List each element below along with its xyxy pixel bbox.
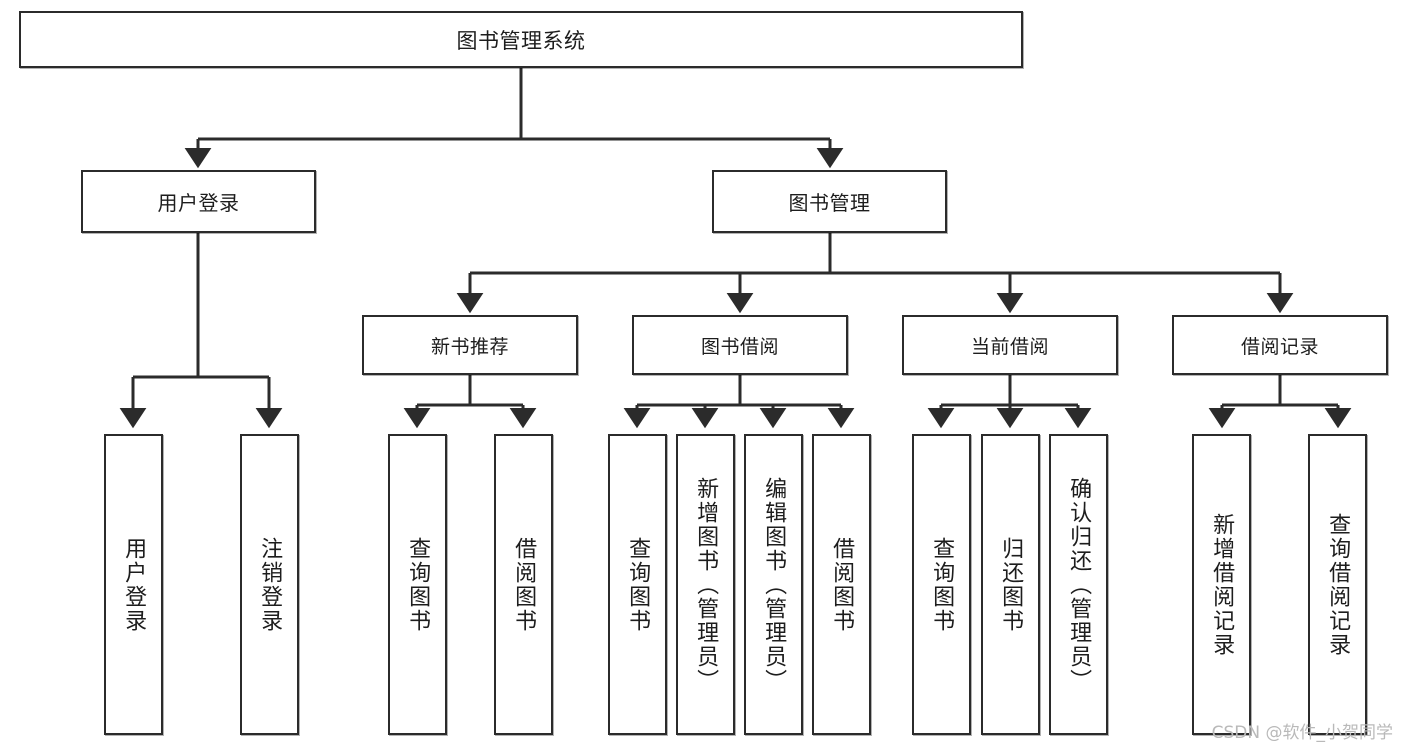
node-new-book-recommend[interactable]: 新书推荐 [362, 315, 578, 375]
node-leaf-borrow-record-add[interactable]: 新增借阅记录 [1192, 434, 1251, 735]
node-label: 借阅图书 [829, 536, 855, 633]
node-leaf-current-borrow-return[interactable]: 归还图书 [981, 434, 1040, 735]
node-leaf-new-book-borrow[interactable]: 借阅图书 [494, 434, 553, 735]
node-label: 编辑图书（管理员） [761, 476, 787, 693]
node-book-borrow[interactable]: 图书借阅 [632, 315, 848, 375]
watermark-text: CSDN @软件_小贺同学 [1211, 723, 1393, 743]
node-book-management[interactable]: 图书管理 [712, 170, 947, 233]
node-label: 借阅记录 [1240, 335, 1319, 358]
node-leaf-current-borrow-query[interactable]: 查询图书 [912, 434, 971, 735]
node-borrow-record[interactable]: 借阅记录 [1172, 315, 1388, 375]
node-label: 新增借阅记录 [1209, 512, 1235, 657]
node-leaf-book-borrow-add-admin[interactable]: 新增图书（管理员） [676, 434, 735, 735]
node-label: 查询图书 [929, 536, 955, 633]
node-label: 新书推荐 [430, 335, 509, 358]
node-label: 新增图书（管理员） [693, 476, 719, 693]
node-label: 用户登录 [121, 536, 147, 633]
node-label: 图书管理 [788, 191, 871, 215]
node-label: 图书借阅 [700, 335, 779, 358]
node-root-book-management-system[interactable]: 图书管理系统 [19, 11, 1023, 68]
node-leaf-book-borrow-edit-admin[interactable]: 编辑图书（管理员） [744, 434, 803, 735]
node-leaf-book-borrow-borrow[interactable]: 借阅图书 [812, 434, 871, 735]
node-user-login[interactable]: 用户登录 [81, 170, 316, 233]
node-leaf-new-book-query[interactable]: 查询图书 [388, 434, 447, 735]
node-label: 当前借阅 [970, 335, 1049, 358]
node-label: 查询图书 [625, 536, 651, 633]
node-leaf-book-borrow-query[interactable]: 查询图书 [608, 434, 667, 735]
node-label: 用户登录 [157, 191, 240, 215]
node-label: 查询借阅记录 [1325, 512, 1351, 657]
node-current-borrow[interactable]: 当前借阅 [902, 315, 1118, 375]
node-label: 查询图书 [405, 536, 431, 633]
node-leaf-user-login-login[interactable]: 用户登录 [104, 434, 163, 735]
node-label: 确认归还（管理员） [1066, 476, 1092, 693]
node-leaf-user-login-logout[interactable]: 注销登录 [240, 434, 299, 735]
node-label: 注销登录 [257, 536, 283, 633]
node-leaf-current-borrow-confirm-return-admin[interactable]: 确认归还（管理员） [1049, 434, 1108, 735]
node-label: 借阅图书 [511, 536, 537, 633]
node-leaf-borrow-record-query[interactable]: 查询借阅记录 [1308, 434, 1367, 735]
node-label: 归还图书 [998, 536, 1024, 633]
node-label: 图书管理系统 [456, 28, 586, 53]
